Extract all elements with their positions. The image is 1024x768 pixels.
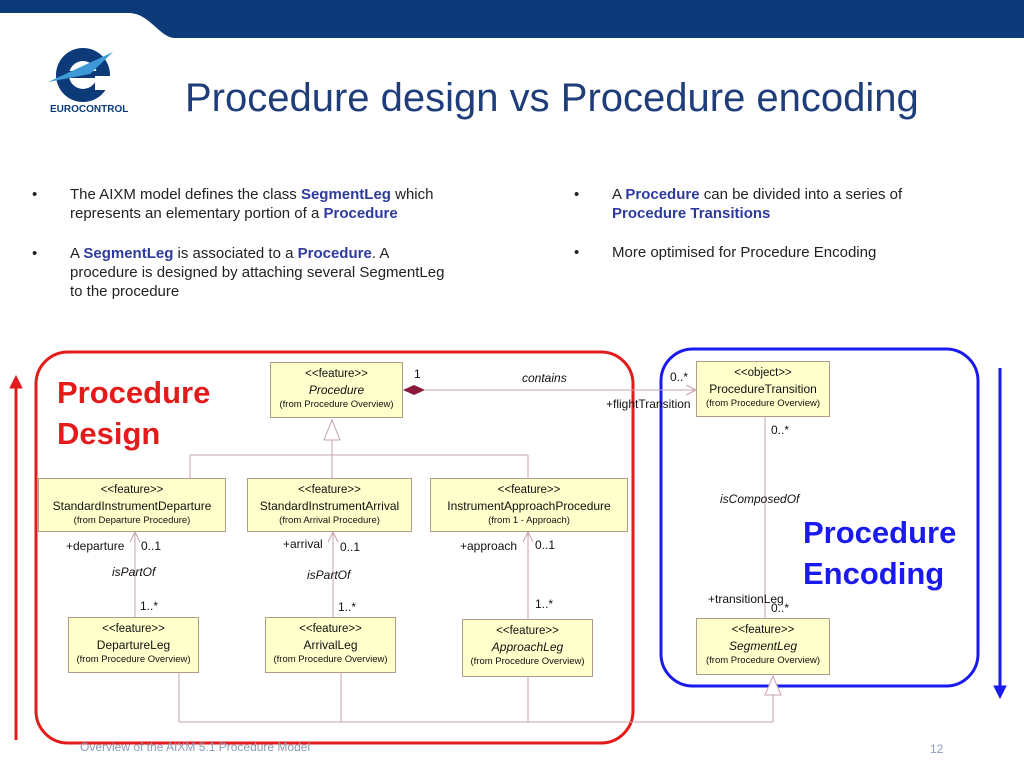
class-approach-leg: <<feature>> ApproachLeg (from Procedure Ov… <box>462 619 593 677</box>
role: +flightTransition <box>606 397 691 411</box>
multiplicity: 0..1 <box>141 539 162 553</box>
class-name: ApproachLeg <box>491 640 564 654</box>
text: A <box>70 245 84 262</box>
class-departure-leg: <<feature>> DepartureLeg (from Procedure O… <box>68 617 199 673</box>
multiplicity: 0..* <box>771 423 790 437</box>
multiplicity: 1..* <box>338 600 357 614</box>
class-name: SegmentLeg <box>728 639 798 653</box>
design-frame <box>34 350 635 745</box>
class-sia: <<feature>> StandardInstrumentArrival (fro… <box>247 478 412 532</box>
role: +transitionLeg <box>708 592 784 606</box>
class-name: ArrivalLeg <box>303 638 358 652</box>
stereotype: <<feature>> <box>731 624 795 636</box>
multiplicity: 0..* <box>771 601 790 615</box>
text: SegmentLeg <box>83 245 174 262</box>
text: can be divided into a series of <box>699 186 903 203</box>
multiplicity: 0..* <box>670 370 689 384</box>
text: A <box>612 186 626 203</box>
class-name: Procedure <box>308 383 365 397</box>
assoc-name: contains <box>522 371 567 385</box>
encoding-frame <box>659 347 980 688</box>
stereotype: <<feature>> <box>299 623 362 635</box>
package: (from Procedure Overview) <box>273 654 388 665</box>
class-name: DepartureLeg <box>96 638 171 652</box>
text: Procedure <box>297 245 372 262</box>
class-name: StandardInstrumentDeparture <box>52 499 212 513</box>
header-band <box>0 0 1024 38</box>
class-iap: <<feature>> InstrumentApproachProcedure (f… <box>430 478 628 532</box>
text: Design <box>57 416 161 451</box>
multiplicity: 1..* <box>140 599 159 613</box>
text: SegmentLeg <box>300 186 391 203</box>
up-arrow <box>9 374 23 740</box>
left-bullet-1: • The AIXM model defines the class Segmen… <box>32 185 450 223</box>
stereotype: <<feature>> <box>102 623 165 635</box>
role: +departure <box>66 539 125 553</box>
text: Procedure <box>625 186 700 203</box>
class-sid: <<feature>> StandardInstrumentDeparture (f… <box>38 478 226 532</box>
stereotype: <<feature>> <box>496 625 559 637</box>
multiplicity: 1..* <box>535 597 554 611</box>
package: (from Procedure Overview) <box>279 399 394 410</box>
footer-text: Overview of the AIXM 5.1 Procedure Model <box>80 740 311 754</box>
bullet: • <box>32 245 38 262</box>
stereotype: <<feature>> <box>100 484 164 496</box>
text: Procedure <box>57 375 211 410</box>
text: The AIXM model defines the class <box>70 186 301 203</box>
left-bullet-2: • A SegmentLeg is associated to a Procedu… <box>32 244 450 301</box>
package: (from 1 - Approach) <box>488 515 570 526</box>
class-procedure: <<feature>> Procedure (from Procedure Over… <box>270 362 403 418</box>
class-segment-leg: <<feature>> SegmentLeg (from Procedure Ove… <box>696 618 830 675</box>
bullet: • <box>574 244 580 261</box>
page-title: Procedure design vs Procedure encoding <box>185 76 919 120</box>
package: (from Departure Procedure) <box>73 515 191 526</box>
page-number: 12 <box>930 742 944 756</box>
assoc-name: isComposedOf <box>720 492 800 506</box>
assoc-name: isPartOf <box>307 568 351 582</box>
eurocontrol-logo <box>48 48 115 102</box>
class-procedure-transition: <<object>> ProcedureTransition (from Proce… <box>696 361 830 417</box>
stereotype: <<feature>> <box>298 484 361 496</box>
stereotype: <<object>> <box>734 367 792 379</box>
text: Procedure Transitions <box>612 205 771 222</box>
package: (from Procedure Overview) <box>705 655 821 666</box>
role: +approach <box>460 539 518 553</box>
package: (from Arrival Procedure) <box>279 515 380 526</box>
logo-text: EUROCONTROL <box>50 104 129 115</box>
package: (from Procedure Overview) <box>470 656 585 667</box>
stereotype: <<feature>> <box>497 484 561 496</box>
uml-lines <box>129 384 782 723</box>
multiplicity: 0..1 <box>340 540 361 554</box>
text: Encoding <box>803 556 945 591</box>
text: Procedure <box>803 515 957 550</box>
text: Procedure <box>323 205 398 222</box>
down-arrow <box>993 368 1007 700</box>
stereotype: <<feature>> <box>305 368 368 380</box>
text: is associated to a <box>173 245 298 262</box>
composition-diamond <box>403 385 425 395</box>
text: More optimised for Procedure Encoding <box>612 244 877 261</box>
right-bullet-2: • More optimised for Procedure Encoding <box>574 243 972 262</box>
bullet: • <box>574 186 580 203</box>
role: +arrival <box>283 537 323 551</box>
class-name: StandardInstrumentArrival <box>259 499 400 513</box>
package: (from Procedure Overview) <box>76 654 191 665</box>
right-bullet-1: • A Procedure can be divided into a serie… <box>574 185 972 223</box>
bullet: • <box>32 186 38 203</box>
class-name: ProcedureTransition <box>709 382 817 396</box>
multiplicity: 1 <box>414 367 421 381</box>
text: . A procedure is designed by attaching s… <box>70 245 445 300</box>
package: (from Procedure Overview) <box>705 398 821 409</box>
class-arrival-leg: <<feature>> ArrivalLeg (from Procedure Ove… <box>265 617 396 673</box>
assoc-name: isPartOf <box>112 565 156 579</box>
class-name: InstrumentApproachProcedure <box>447 499 611 513</box>
text: which represents an elementary portion o… <box>70 186 434 222</box>
multiplicity: 0..1 <box>535 538 556 552</box>
